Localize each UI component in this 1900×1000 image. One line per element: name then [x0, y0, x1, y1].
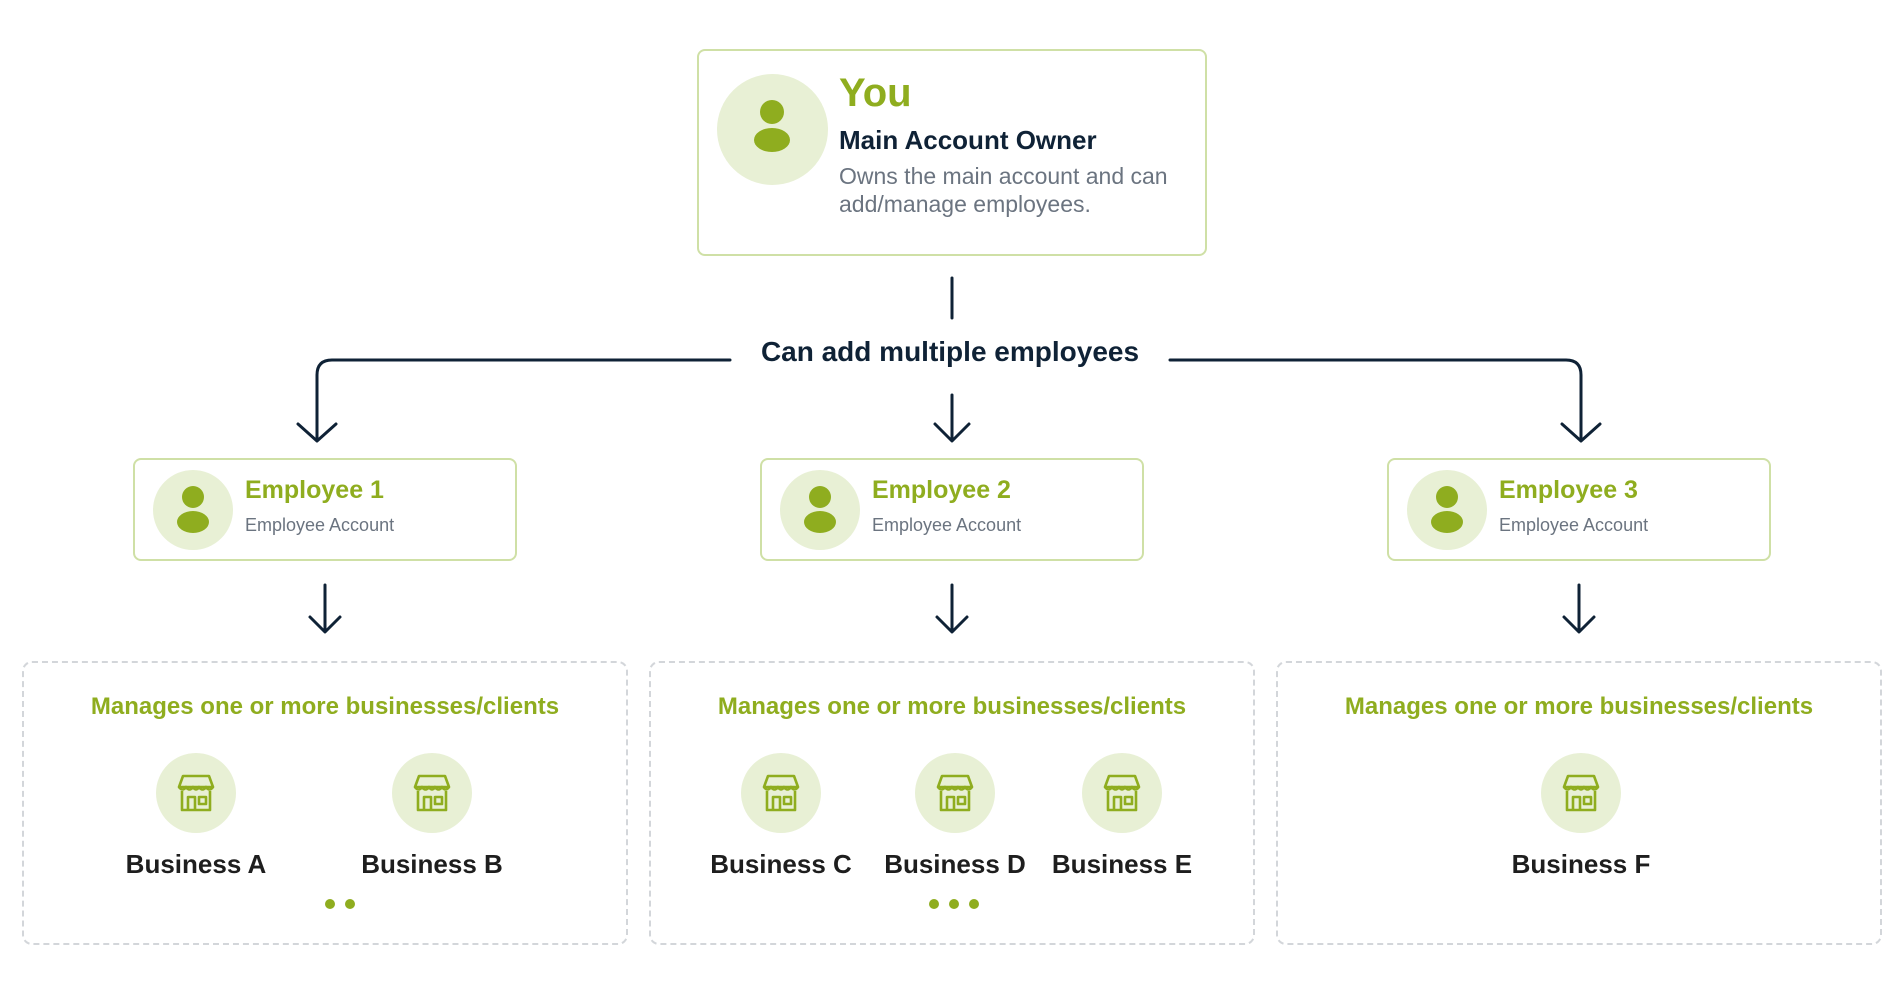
owner-description: Owns the main account and can add/manage… — [839, 163, 1168, 217]
employee-subtitle: Employee Account — [245, 515, 395, 535]
storefront-icon — [936, 774, 974, 812]
business-item: Business A — [111, 753, 281, 880]
business-name: Business B — [361, 849, 503, 879]
employee-name: Employee 3 — [1499, 476, 1638, 504]
business-panel-heading: Manages one or more businesses/clients — [1344, 693, 1814, 720]
emp3-arrowhead — [1562, 615, 1596, 634]
owner-role: Main Account Owner — [839, 125, 1097, 155]
user-icon — [1431, 486, 1463, 533]
business-panel: Manages one or more businesses/clients B… — [649, 661, 1255, 945]
owner-avatar — [717, 74, 828, 185]
business-name: Business F — [1511, 849, 1651, 879]
storefront-icon — [413, 774, 451, 812]
business-name: Business A — [125, 849, 267, 879]
dot — [949, 899, 959, 909]
connector-label: Can add multiple employees — [760, 336, 1140, 367]
business-name: Business D — [884, 849, 1026, 879]
business-panel: Manages one or more businesses/clients B… — [1276, 661, 1882, 945]
user-icon — [804, 486, 836, 533]
business-item: Business E — [1037, 753, 1207, 880]
owner-title: You — [839, 71, 912, 115]
business-item: Business C — [696, 753, 866, 880]
left-arrowhead — [296, 422, 338, 443]
employee-subtitle: Employee Account — [872, 515, 1022, 535]
right-branch-line — [1168, 358, 1583, 440]
dot — [929, 899, 939, 909]
business-item: Business F — [1496, 753, 1666, 880]
emp1-arrowhead — [308, 615, 342, 634]
storefront-icon — [1562, 774, 1600, 812]
employee-avatar — [153, 470, 233, 550]
business-icon-circle — [741, 753, 821, 833]
employee-name: Employee 2 — [872, 476, 1011, 504]
more-businesses-dots — [929, 899, 979, 909]
employee-card: Employee 1 Employee Account — [133, 458, 517, 561]
employee-subtitle: Employee Account — [1499, 515, 1649, 535]
dot — [345, 899, 355, 909]
business-item: Business D — [870, 753, 1040, 880]
business-icon-circle — [1541, 753, 1621, 833]
emp2-arrowhead — [935, 615, 969, 634]
storefront-icon — [1103, 774, 1141, 812]
owner-card: You Main Account Owner Owns the main acc… — [697, 49, 1207, 256]
storefront-icon — [177, 774, 215, 812]
business-name: Business C — [710, 849, 852, 879]
employee-card: Employee 3 Employee Account — [1387, 458, 1771, 561]
business-panel-heading: Manages one or more businesses/clients — [90, 693, 560, 720]
center-arrowhead — [933, 422, 971, 443]
user-icon — [177, 486, 209, 533]
business-panel: Manages one or more businesses/clients B… — [22, 661, 628, 945]
storefront-icon — [762, 774, 800, 812]
right-arrowhead — [1560, 422, 1602, 443]
dot — [325, 899, 335, 909]
employee-card: Employee 2 Employee Account — [760, 458, 1144, 561]
employee-name: Employee 1 — [245, 476, 384, 504]
more-businesses-dots — [325, 899, 355, 909]
business-name: Business E — [1051, 849, 1193, 879]
business-icon-circle — [915, 753, 995, 833]
business-item: Business B — [347, 753, 517, 880]
left-branch-line — [315, 358, 732, 440]
business-icon-circle — [156, 753, 236, 833]
business-panel-heading: Manages one or more businesses/clients — [717, 693, 1187, 720]
employee-avatar — [780, 470, 860, 550]
business-icon-circle — [1082, 753, 1162, 833]
user-icon — [754, 100, 790, 152]
business-icon-circle — [392, 753, 472, 833]
dot — [969, 899, 979, 909]
employee-avatar — [1407, 470, 1487, 550]
